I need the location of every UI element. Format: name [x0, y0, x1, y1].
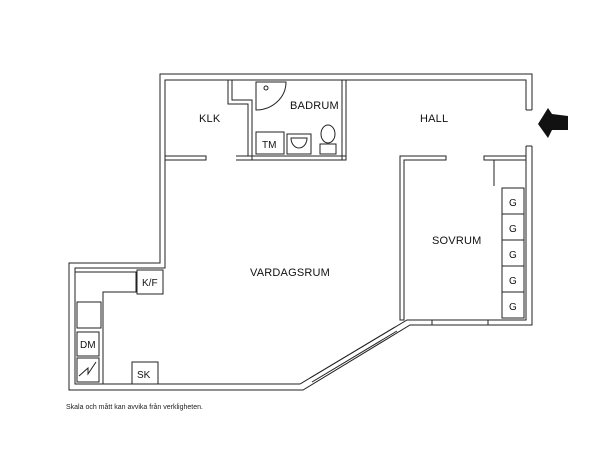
wardrobe-label: G	[509, 224, 517, 235]
kitchen-counter	[75, 269, 164, 385]
room-label-badrum: BADRUM	[290, 100, 339, 112]
room-label-vardagsrum: VARDAGSRUM	[250, 267, 330, 279]
interior-walls	[165, 80, 527, 321]
room-label-hall: HALL	[420, 113, 448, 125]
fixture-label-sk: SK	[137, 370, 151, 381]
wardrobe-label: G	[509, 198, 517, 209]
disclaimer-note: Skala och mått kan avvika från verklighe…	[66, 404, 203, 411]
entrance-arrow-icon	[538, 108, 568, 138]
wardrobe-label: G	[509, 250, 517, 261]
bathroom-fixtures	[255, 81, 337, 155]
wardrobe-label: G	[509, 302, 517, 313]
wardrobe-label: G	[509, 276, 517, 287]
windows	[309, 320, 489, 383]
room-label-klk: KLK	[199, 113, 221, 125]
fixture-label-kf: K/F	[142, 278, 158, 289]
outer-walls	[68, 73, 533, 391]
fixture-label-dm: DM	[80, 340, 96, 351]
wardrobe	[501, 187, 525, 319]
room-label-sovrum: SOVRUM	[432, 235, 481, 247]
fixture-label-tm: TM	[262, 140, 276, 151]
